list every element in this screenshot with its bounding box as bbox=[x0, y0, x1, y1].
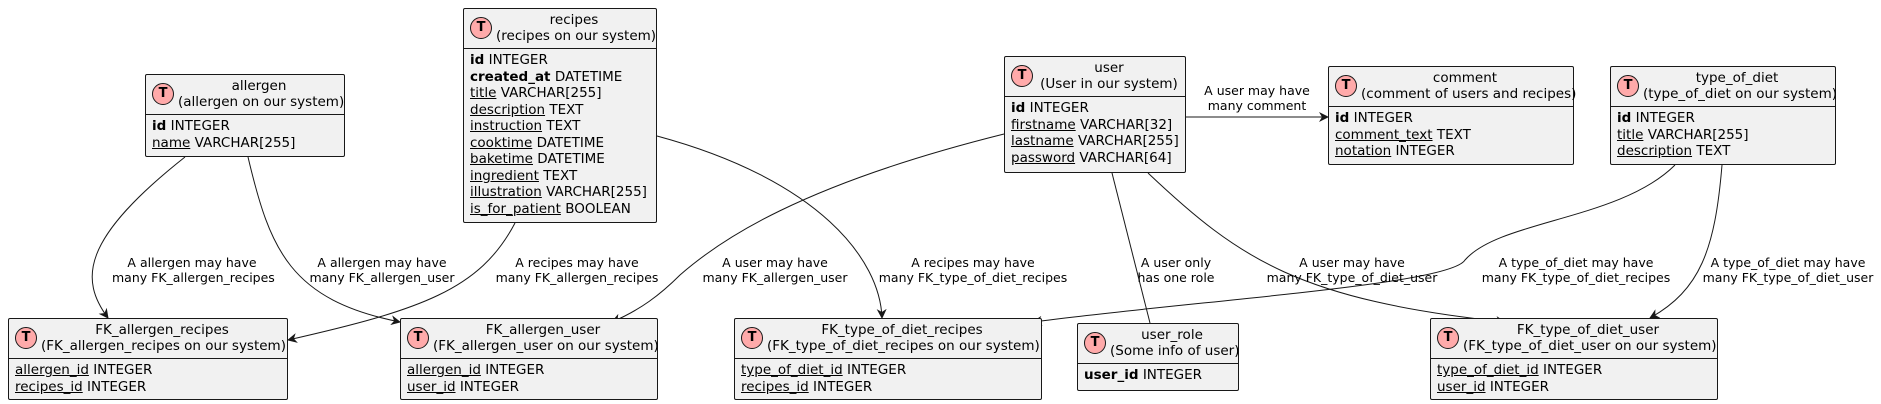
entity-field: description TEXT bbox=[470, 101, 584, 118]
entity-field: firstname VARCHAR[32] bbox=[1011, 116, 1173, 133]
entity-field: id INTEGER bbox=[1011, 100, 1089, 116]
entity-name: FK_type_of_diet_recipes bbox=[821, 322, 983, 338]
table-icon: T bbox=[1335, 75, 1357, 97]
edge-user-user-role bbox=[1111, 172, 1151, 324]
edge-allergen-fk-allergen-recipes bbox=[91, 156, 186, 319]
table-icon: T bbox=[470, 17, 492, 39]
edge-recipes-fk-allergen-recipes bbox=[287, 222, 516, 343]
entity-user-role: T user_role(Some info of user) user_id I… bbox=[1077, 323, 1239, 391]
entity-name: FK_allergen_recipes bbox=[95, 322, 229, 338]
entity-field: type_of_diet_id INTEGER bbox=[741, 362, 907, 378]
entity-name: FK_allergen_user bbox=[485, 322, 601, 338]
entity-field: baketime DATETIME bbox=[470, 151, 605, 167]
entity-field: illustration VARCHAR[255] bbox=[470, 184, 647, 200]
entity-field: recipes_id INTEGER bbox=[15, 378, 147, 395]
edge-user-fk-allergen-user bbox=[611, 133, 1005, 324]
entity-name: comment bbox=[1432, 70, 1498, 86]
entity-name: type_of_diet bbox=[1695, 70, 1779, 86]
edge-type-of-diet-fk-type-of-diet-recipes bbox=[1032, 164, 1676, 326]
entity-field: type_of_diet_id INTEGER bbox=[1437, 362, 1603, 378]
table-icon: T bbox=[1084, 332, 1106, 354]
entity-name: user_role bbox=[1141, 327, 1203, 343]
entity-recipes: T recipes(recipes on our system) id INTE… bbox=[463, 8, 657, 223]
entity-field: allergen_id INTEGER bbox=[15, 362, 153, 378]
edge-allergen-fk-allergen-user bbox=[247, 156, 401, 326]
entity-comment: T comment(comment of users and recipes) … bbox=[1328, 66, 1577, 165]
table-icon: T bbox=[407, 327, 429, 349]
table-icon: T bbox=[741, 327, 763, 349]
entity-subtitle: (FK_type_of_diet_recipes on our system) bbox=[767, 338, 1040, 354]
entity-field: title VARCHAR[255] bbox=[1617, 126, 1749, 143]
entity-allergen: T allergen(allergen on our system) id IN… bbox=[145, 74, 345, 157]
entity-subtitle: (recipes on our system) bbox=[496, 28, 657, 44]
entity-subtitle: (type_of_diet on our system) bbox=[1643, 86, 1837, 102]
edge-type-of-diet-fk-type-of-diet-user bbox=[1649, 164, 1723, 319]
entity-field: recipes_id INTEGER bbox=[741, 378, 873, 395]
entity-field: allergen_id INTEGER bbox=[407, 362, 545, 378]
edge-user-fk-type-of-diet-user bbox=[1147, 172, 1506, 327]
entity-fk-type-of-diet-user: T FK_type_of_diet_user(FK_type_of_diet_u… bbox=[1430, 318, 1718, 400]
entity-name: allergen bbox=[231, 78, 287, 94]
entity-name: recipes bbox=[549, 12, 599, 28]
entity-user: T user(User in our system) id INTEGER fi… bbox=[1004, 56, 1186, 173]
entity-field: notation INTEGER bbox=[1335, 143, 1455, 159]
entity-field: id INTEGER bbox=[470, 52, 548, 68]
entity-field: comment_text TEXT bbox=[1335, 126, 1471, 143]
entity-field: ingredient TEXT bbox=[470, 167, 578, 184]
entity-field: id INTEGER bbox=[152, 118, 230, 134]
entity-subtitle: (FK_allergen_user on our system) bbox=[433, 338, 659, 354]
entity-fk-allergen-user: T FK_allergen_user(FK_allergen_user on o… bbox=[400, 318, 659, 400]
edge-recipes-fk-type-of-diet-recipes bbox=[656, 135, 887, 319]
table-icon: T bbox=[152, 83, 174, 105]
table-icon: T bbox=[1437, 327, 1459, 349]
table-icon: T bbox=[1011, 65, 1033, 87]
entity-subtitle: (comment of users and recipes) bbox=[1361, 86, 1577, 102]
entity-field: is_for_patient BOOLEAN bbox=[470, 200, 631, 217]
entity-field: user_id INTEGER bbox=[1084, 367, 1203, 383]
entity-subtitle: (FK_allergen_recipes on our system) bbox=[41, 338, 286, 354]
entity-field: description TEXT bbox=[1617, 143, 1731, 159]
entity-field: user_id INTEGER bbox=[1437, 378, 1550, 395]
entity-field: user_id INTEGER bbox=[407, 378, 520, 395]
entity-field: name VARCHAR[255] bbox=[152, 134, 296, 151]
table-icon: T bbox=[1617, 75, 1639, 97]
entity-fk-allergen-recipes: T FK_allergen_recipes(FK_allergen_recipe… bbox=[8, 318, 288, 400]
entity-name: user bbox=[1094, 60, 1124, 76]
entity-field: instruction TEXT bbox=[470, 118, 581, 134]
entity-fk-type-of-diet-recipes: T FK_type_of_diet_recipes(FK_type_of_die… bbox=[734, 318, 1042, 400]
entity-field: created_at DATETIME bbox=[470, 68, 623, 85]
entity-field: password VARCHAR[64] bbox=[1011, 149, 1172, 166]
entity-field: cooktime DATETIME bbox=[470, 134, 605, 151]
entity-type-of-diet: T type_of_diet(type_of_diet on our syste… bbox=[1610, 66, 1837, 165]
entity-field: title VARCHAR[255] bbox=[470, 85, 602, 101]
entity-subtitle: (allergen on our system) bbox=[178, 94, 345, 110]
entity-field: lastname VARCHAR[255] bbox=[1011, 133, 1179, 149]
table-icon: T bbox=[15, 327, 37, 349]
entity-subtitle: (FK_type_of_diet_user on our system) bbox=[1463, 338, 1717, 354]
entity-subtitle: (Some info of user) bbox=[1110, 343, 1240, 359]
entity-subtitle: (User in our system) bbox=[1040, 76, 1178, 92]
entity-field: id INTEGER bbox=[1617, 110, 1695, 126]
entity-name: FK_type_of_diet_user bbox=[1516, 322, 1660, 338]
entity-field: id INTEGER bbox=[1335, 110, 1413, 126]
